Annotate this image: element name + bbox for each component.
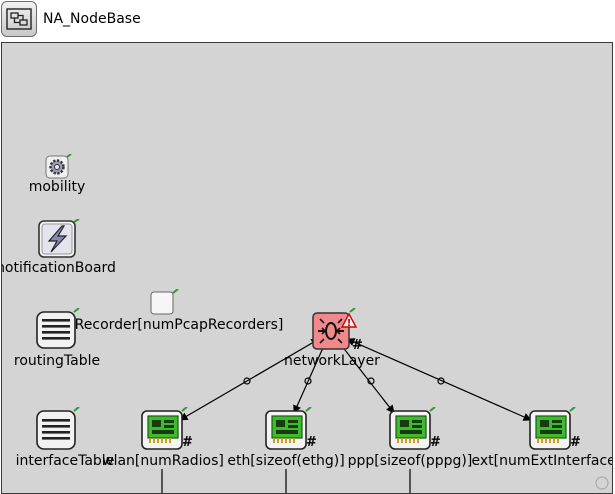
mobility-label: mobility bbox=[28, 179, 86, 195]
compound-module-icon bbox=[1, 1, 37, 37]
ppp-label: ppp[sizeof(pppg)] bbox=[347, 453, 473, 469]
network-layer-module[interactable]: ! bbox=[311, 307, 359, 358]
corner-icon bbox=[595, 476, 609, 490]
eth-vector-mark: # bbox=[306, 435, 317, 450]
nic-card-icon bbox=[265, 406, 312, 450]
router-icon: ! bbox=[312, 307, 358, 350]
ext-vector-mark: # bbox=[570, 435, 581, 450]
ppp-module[interactable] bbox=[389, 406, 437, 455]
pcap-recorder-module[interactable] bbox=[150, 288, 180, 321]
module-canvas: mobility notificationBoard pcapRecorder[… bbox=[1, 42, 613, 494]
table-icon bbox=[36, 307, 80, 349]
gear-icon bbox=[45, 153, 72, 179]
connections-layer bbox=[161, 338, 609, 493]
title-bar: NA_NodeBase bbox=[0, 0, 615, 42]
gate-lines bbox=[161, 469, 411, 493]
network-layer-vector-mark: # bbox=[352, 338, 363, 353]
eth-module[interactable] bbox=[265, 406, 313, 455]
module-title: NA_NodeBase bbox=[43, 11, 141, 27]
routing-table-module[interactable] bbox=[36, 307, 80, 354]
nic-card-icon bbox=[141, 406, 188, 450]
interface-table-module[interactable] bbox=[36, 406, 80, 455]
square-icon bbox=[150, 288, 179, 315]
link-network-ext bbox=[346, 338, 532, 421]
wlan-vector-mark: # bbox=[182, 435, 193, 450]
pcap-recorder-label: pcapRecorder[numPcapRecorders] bbox=[40, 317, 284, 333]
wlan-module[interactable] bbox=[141, 406, 189, 455]
ext-module[interactable] bbox=[529, 406, 577, 455]
network-layer-label: networkLayer bbox=[284, 353, 380, 369]
mobility-module[interactable] bbox=[45, 153, 72, 179]
ppp-vector-mark: # bbox=[430, 435, 441, 450]
warning-mark: ! bbox=[347, 318, 352, 329]
interface-table-label: interfaceTable bbox=[15, 453, 115, 469]
notification-board-label: notificationBoard bbox=[1, 260, 116, 276]
lightning-icon bbox=[38, 218, 80, 258]
routing-table-label: routingTable bbox=[13, 353, 101, 369]
ext-label: ext[numExtInterfaces] bbox=[471, 453, 613, 469]
eth-label: eth[sizeof(ethg)] bbox=[227, 453, 345, 469]
nic-card-icon bbox=[529, 406, 576, 450]
wlan-label: wlan[numRadios] bbox=[102, 453, 224, 469]
table-icon bbox=[36, 406, 80, 450]
nic-card-icon bbox=[389, 406, 436, 450]
link-network-eth bbox=[293, 340, 327, 414]
warning-icon: ! bbox=[340, 312, 358, 329]
notification-board-module[interactable] bbox=[38, 218, 80, 263]
